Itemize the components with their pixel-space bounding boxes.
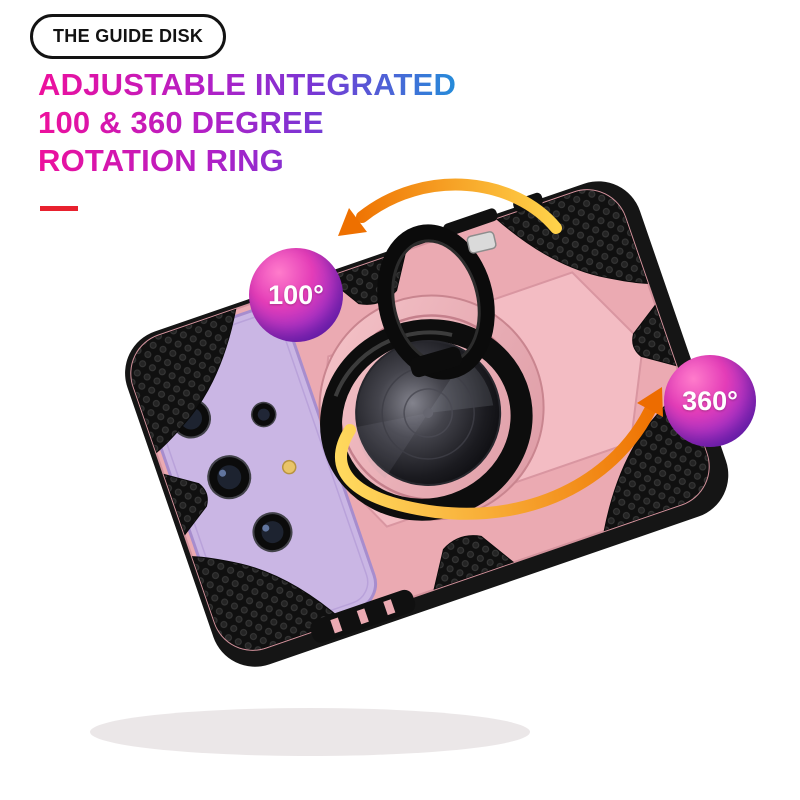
arrowhead — [338, 208, 367, 236]
angle-badge-360: 360° — [664, 355, 756, 447]
ring-disc — [355, 339, 502, 486]
rotation-arrow-top — [338, 178, 562, 236]
guide-disk-badge-label: THE GUIDE DISK — [53, 26, 204, 46]
corner-bumpers — [120, 179, 720, 661]
angle-badge-100-label: 100° — [268, 279, 324, 310]
red-underline — [40, 206, 78, 211]
angle-badge-360-label: 360° — [682, 385, 738, 416]
bottom-grip — [310, 589, 416, 643]
ring-hinge — [466, 231, 497, 254]
rotation-arrow-bottom — [335, 387, 663, 520]
arrowhead — [637, 387, 663, 417]
angle-badge-100: 100° — [249, 248, 343, 342]
page-title: ADJUSTABLE INTEGRATED 100 & 360 DEGREE R… — [38, 66, 478, 179]
headline-line2: 100 & 360 DEGREE — [38, 104, 324, 140]
ground-shadow — [90, 708, 530, 756]
headline-line3: ROTATION RING — [38, 142, 284, 178]
ring-base — [409, 346, 463, 378]
camera-flash — [281, 459, 297, 475]
headline-line1: ADJUSTABLE INTEGRATED — [38, 67, 457, 102]
camera-lenses — [171, 398, 297, 553]
guide-disk-badge: THE GUIDE DISK — [30, 14, 227, 59]
kickstand-ring — [377, 224, 497, 380]
